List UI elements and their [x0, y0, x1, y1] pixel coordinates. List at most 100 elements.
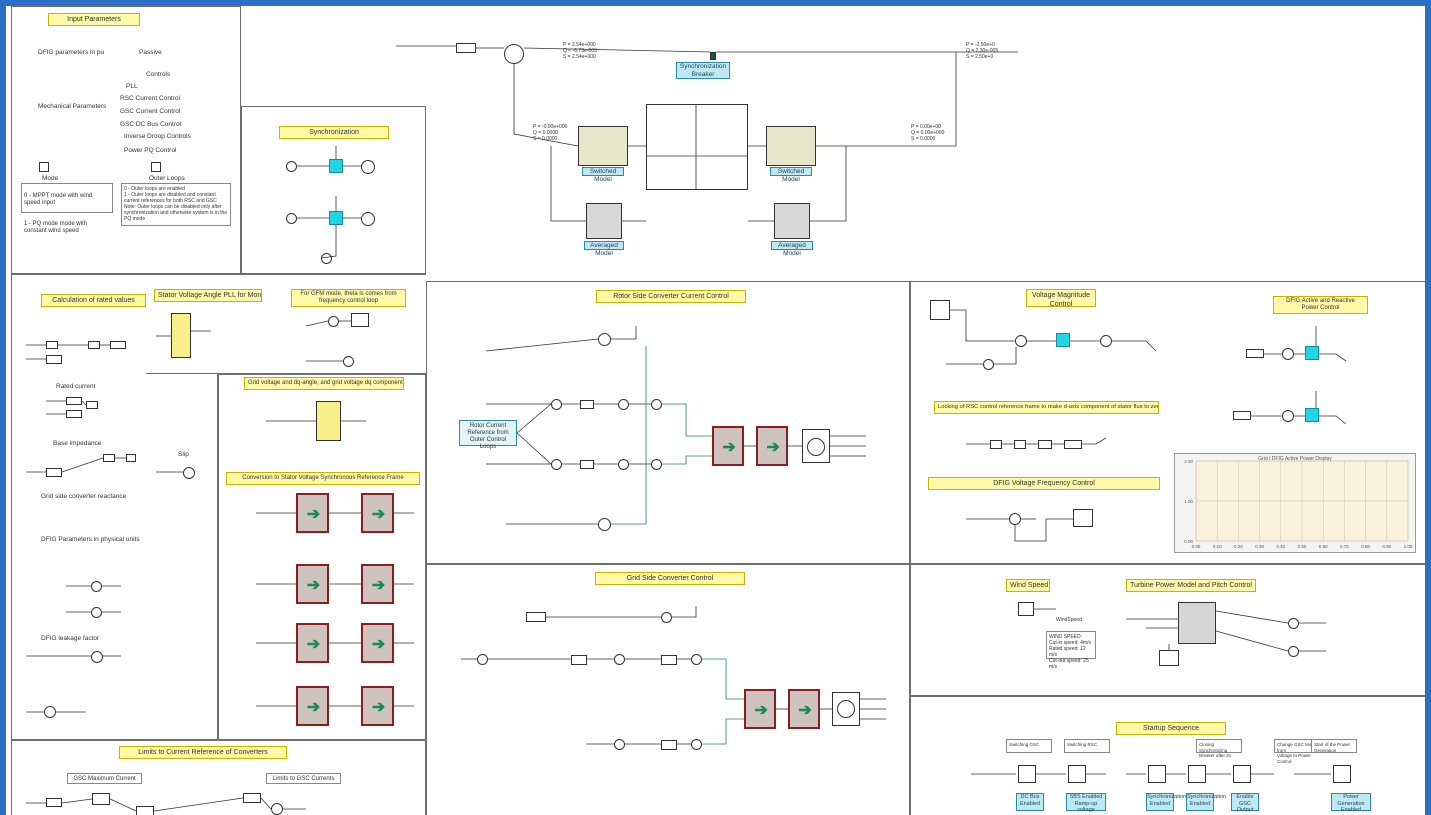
averaged-model-right[interactable]: Averaged Model	[771, 241, 813, 257]
text-outer-loops: Outer Loops	[149, 175, 185, 182]
gsc-transform-b[interactable]: ➔	[788, 689, 820, 729]
gsc-gain-1[interactable]	[571, 655, 587, 665]
sync-sum-c	[321, 253, 332, 264]
vm-sum-3	[983, 359, 994, 370]
calc-block-5	[66, 410, 82, 418]
rsc-modulator[interactable]	[802, 429, 830, 463]
startup-delay-5[interactable]	[1333, 765, 1351, 783]
conv-transform-4b[interactable]: ➔	[361, 686, 394, 726]
sync-block-a[interactable]	[329, 159, 343, 173]
grid-pll-block[interactable]	[316, 401, 341, 441]
wind-speed-source[interactable]	[1018, 602, 1034, 616]
meter-rsc: P = -0.00e+000 Q = 0.0000 S = 0.0000	[533, 124, 568, 142]
startup-step-2: Synchronization Enabled	[1146, 793, 1186, 811]
startup-delay-0[interactable]	[1018, 765, 1036, 783]
pitch-block[interactable]	[1159, 650, 1179, 666]
gsc-gain-3[interactable]	[661, 740, 677, 750]
calc-block-8	[126, 454, 136, 462]
text-slip: Slip	[178, 451, 189, 458]
limits-gsc-max: GSC Maximum Current	[67, 773, 142, 784]
sync-breaker-label: Synchronization Breaker	[676, 62, 730, 79]
rsc-transform-a[interactable]: ➔	[712, 426, 744, 466]
startup-delay-3[interactable]	[1188, 765, 1206, 783]
limits-block-2[interactable]	[92, 793, 110, 805]
calc-block-1	[46, 341, 58, 349]
rsc-switched-converter[interactable]	[578, 126, 628, 166]
rsc-sum-8	[598, 518, 611, 531]
switched-model-right[interactable]: Switched Model	[770, 167, 812, 183]
scope-frame[interactable]: Grid / DFIG Active Power Display	[1174, 453, 1416, 553]
calc-block-7	[103, 454, 115, 462]
locking-block-4[interactable]	[1064, 440, 1082, 449]
scope-title: Grid / DFIG Active Power Display	[1258, 456, 1332, 462]
startup-delay-4[interactable]	[1233, 765, 1251, 783]
conv-transform-3a[interactable]: ➔	[296, 623, 329, 663]
note-mode-1: 1 - PQ mode mode with constant wind spee…	[24, 221, 88, 234]
rsc-sum-7	[651, 459, 662, 470]
rsc-sum-2	[551, 399, 562, 410]
startup-delay-1[interactable]	[1068, 765, 1086, 783]
conv-transform-1a[interactable]: ➔	[296, 493, 329, 533]
reactive-pi-block[interactable]	[1305, 408, 1319, 422]
vm-block-1[interactable]	[930, 300, 950, 320]
stator-pll-block[interactable]	[171, 313, 191, 358]
gsc-gain-2[interactable]	[661, 655, 677, 665]
phys-sum-1	[91, 581, 102, 592]
text-rated-current: Rated current	[56, 383, 96, 390]
locking-block-3[interactable]	[1038, 440, 1052, 449]
wind-speed-note: WIND SPEED: Cut-in speed: 4m/s Rated spe…	[1046, 631, 1096, 670]
mode-switch-block[interactable]	[39, 162, 49, 172]
sync-block-b[interactable]	[329, 211, 343, 225]
conv-transform-3b[interactable]: ➔	[361, 623, 394, 663]
startup-note-0: Switching GSC	[1006, 739, 1052, 753]
outer-loops-switch-block[interactable]	[151, 162, 161, 172]
gsc-sum-2	[614, 654, 625, 665]
conv-transform-4a[interactable]: ➔	[296, 686, 329, 726]
limits-block-4[interactable]	[243, 793, 261, 803]
gsc-switched-converter[interactable]	[766, 126, 816, 166]
reactive-sum	[1282, 410, 1294, 422]
conv-transform-2a[interactable]: ➔	[296, 564, 329, 604]
gsc-averaged-converter[interactable]	[774, 203, 810, 239]
startup-delay-2[interactable]	[1148, 765, 1166, 783]
conv-transform-1b[interactable]: ➔	[361, 493, 394, 533]
reactive-block[interactable]	[1233, 411, 1251, 420]
rsc-sum-3	[618, 399, 629, 410]
startup-step-1: SBS Enabled Ramp-up voltage	[1066, 793, 1106, 813]
sync-breaker-switch[interactable]	[710, 52, 716, 60]
active-pi-block[interactable]	[1305, 346, 1319, 360]
gsc-sum-6	[661, 612, 672, 623]
rsc-pi-1[interactable]	[580, 400, 594, 409]
label-rsc-control: Rotor Side Converter Current Control	[596, 290, 746, 303]
locking-block-2[interactable]	[1014, 440, 1026, 449]
transformer-block[interactable]	[456, 43, 476, 53]
locking-block-1[interactable]	[990, 440, 1002, 449]
label-input-params: Input Parameters	[48, 13, 140, 26]
gsc-block-1[interactable]	[526, 612, 546, 622]
slip-sum	[183, 467, 195, 479]
calc-sqrt-2	[46, 468, 62, 477]
dfig-machine[interactable]	[504, 44, 524, 64]
gsc-transform-a[interactable]: ➔	[744, 689, 776, 729]
label-dfig-active: DFIG Active and Reactive Power Control	[1273, 296, 1368, 314]
vm-pi-block[interactable]	[1056, 333, 1070, 347]
startup-note-3: Change GSC Mode from Voltage to Power Co…	[1274, 739, 1320, 764]
rsc-averaged-converter[interactable]	[586, 203, 622, 239]
limits-block-1[interactable]	[46, 798, 62, 807]
conv-transform-2b[interactable]: ➔	[361, 564, 394, 604]
vf-angle-block[interactable]	[1073, 509, 1093, 527]
rotor-current-note: Rotor Current Reference from Outer Contr…	[459, 420, 517, 450]
active-block[interactable]	[1246, 349, 1264, 358]
turbine-sum-2	[1288, 646, 1299, 657]
rsc-transform-b[interactable]: ➔	[756, 426, 788, 466]
calc-sqrt-1	[46, 355, 62, 364]
startup-step-0: DC Bus Enabled	[1016, 793, 1044, 811]
turbine-block[interactable]	[1178, 602, 1216, 644]
switched-model-left[interactable]: Switched Model	[582, 167, 624, 183]
limits-block-3[interactable]	[136, 806, 154, 815]
averaged-model-left[interactable]: Averaged Model	[584, 241, 624, 257]
text-pll: PLL	[126, 83, 138, 90]
angle-function-block[interactable]	[351, 313, 369, 327]
meter-dfig: P = 2.54e+000 Q = -6.73e-003 S = 2.54e+0…	[563, 42, 597, 60]
rsc-pi-2[interactable]	[580, 460, 594, 469]
